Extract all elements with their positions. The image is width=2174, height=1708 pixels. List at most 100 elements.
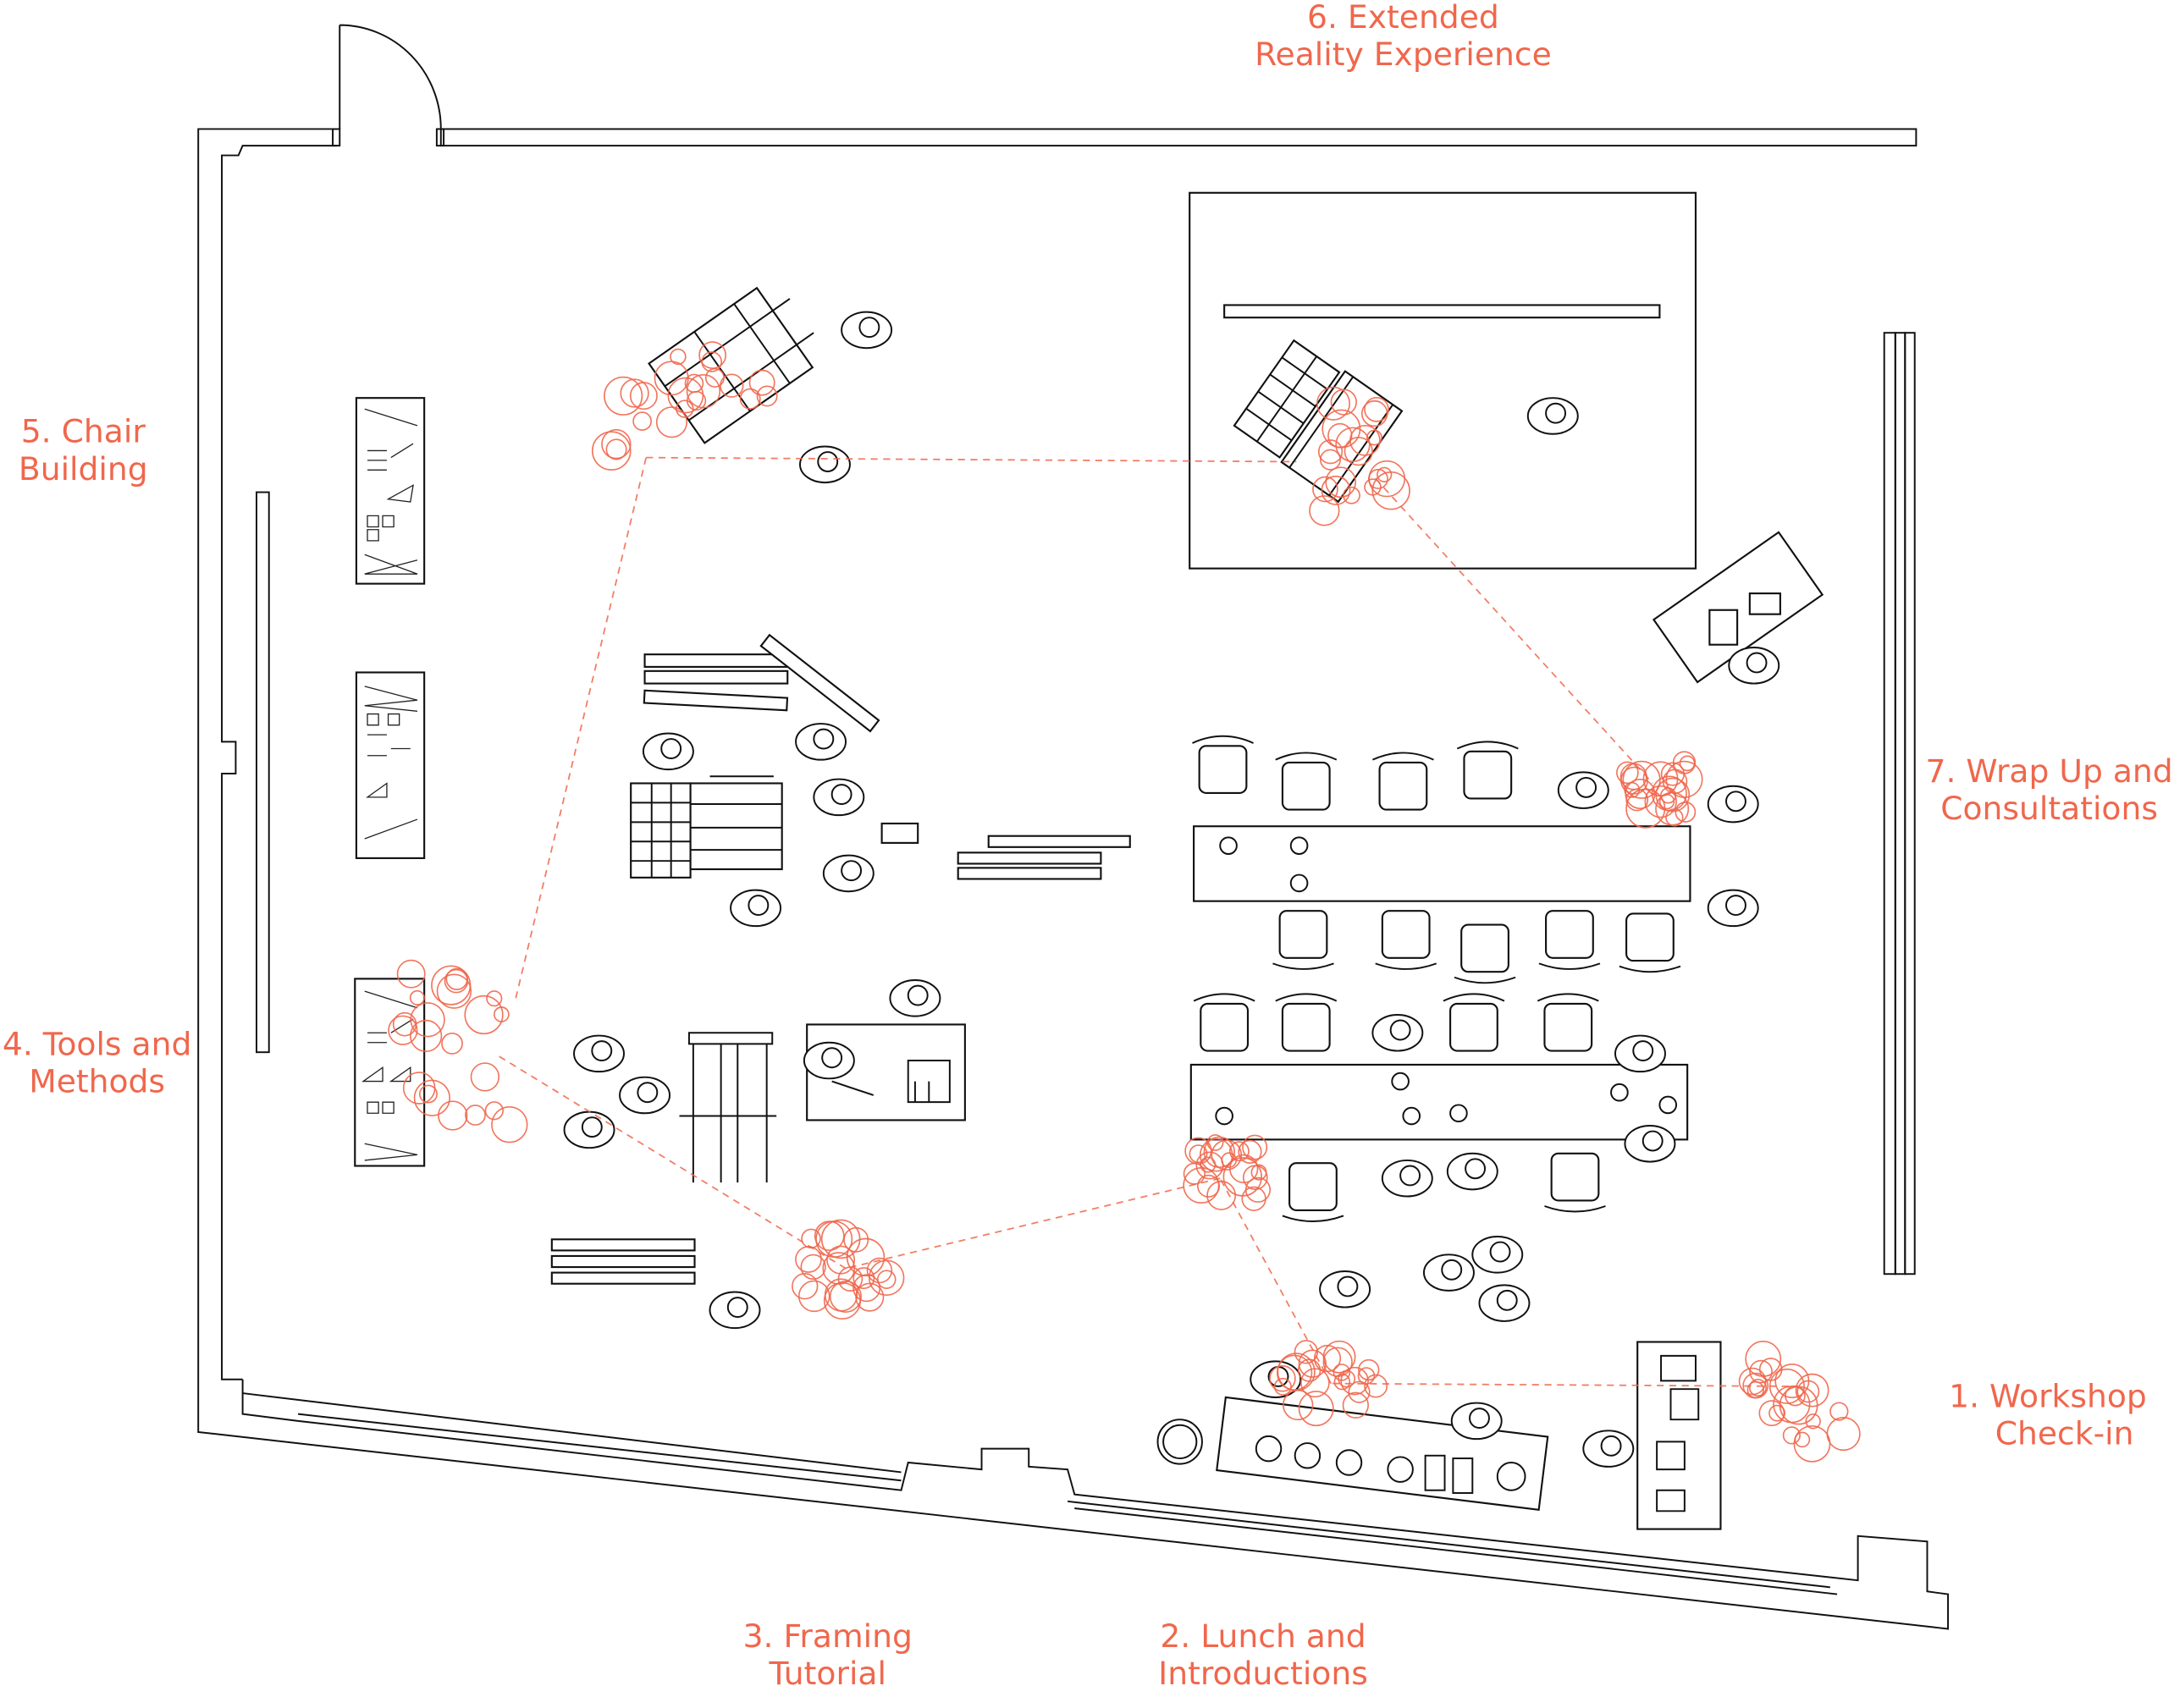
wall-frame — [630, 775, 783, 1183]
chair — [1449, 1002, 1498, 1052]
activity-scribble — [620, 378, 649, 408]
activity-scribble — [1829, 1402, 1849, 1421]
activity-scribble — [465, 1105, 486, 1126]
person-head — [907, 984, 929, 1006]
activity-scribble — [1659, 787, 1677, 804]
person-head — [660, 738, 682, 759]
activity-scribble — [438, 1100, 468, 1131]
person-head — [841, 860, 863, 882]
activity-scribble — [1321, 475, 1351, 505]
activity-scribble — [756, 385, 778, 407]
activity-scribble — [1348, 1380, 1371, 1403]
chair-back — [1375, 962, 1437, 970]
activity-scribble — [1322, 409, 1361, 449]
route-segment — [499, 1055, 847, 1270]
consult-table — [1652, 531, 1824, 684]
activity-scribble — [852, 1267, 875, 1290]
chair — [1200, 1002, 1250, 1052]
activity-scribble — [801, 1228, 821, 1249]
tool-boards — [354, 397, 426, 1167]
activity-scribble — [1333, 1364, 1351, 1381]
person-head — [1496, 1289, 1518, 1311]
activity-scribble — [470, 1062, 500, 1092]
activity-scribble — [852, 1274, 881, 1303]
activity-scribble — [800, 1253, 826, 1281]
chair — [1463, 750, 1513, 800]
activity-scribble — [1782, 1426, 1801, 1445]
route-segment — [1219, 1177, 1333, 1385]
chair — [1460, 923, 1509, 973]
person-head — [1725, 895, 1746, 917]
activity-scribble — [494, 1006, 510, 1022]
activity-scribble — [1238, 1139, 1262, 1164]
activity-scribble — [820, 1219, 861, 1259]
person-head — [1632, 1040, 1654, 1062]
activity-scribble — [1826, 1416, 1861, 1452]
activity-scribble — [1189, 1144, 1208, 1164]
activity-scribble — [826, 1245, 856, 1275]
activity-scribble — [1206, 1181, 1237, 1210]
chair — [1545, 910, 1594, 959]
activity-scribble — [670, 348, 687, 366]
activity-scribble — [1269, 1365, 1296, 1392]
people — [563, 311, 1780, 1468]
activity-route — [499, 456, 1789, 1387]
person-head — [1545, 402, 1567, 424]
activity-scribble — [1357, 1367, 1376, 1385]
activity-scribble — [1199, 1138, 1233, 1172]
activity-scribble — [1183, 1166, 1220, 1204]
activity-scribble — [1338, 1369, 1356, 1388]
chair-back — [1275, 752, 1338, 761]
person-head — [1725, 791, 1746, 813]
activity-scribble — [1244, 1176, 1272, 1203]
chair-back — [1275, 993, 1338, 1002]
activity-scribble — [436, 973, 472, 1009]
checkin-table — [1636, 1341, 1722, 1530]
activity-scribble — [814, 1220, 845, 1252]
person-head — [1600, 1435, 1622, 1457]
activity-scribble — [1625, 788, 1649, 812]
activity-scribble — [1748, 1379, 1768, 1397]
activity-scribble — [667, 377, 704, 414]
activity-scribble — [792, 1273, 819, 1300]
activity-scribble — [402, 1072, 436, 1105]
person-head — [1489, 1241, 1511, 1263]
activity-scribble — [1242, 1134, 1268, 1160]
activity-scribble — [486, 990, 503, 1007]
activity-scribble — [1377, 466, 1393, 482]
person-head — [637, 1082, 659, 1104]
activity-scribble — [823, 1281, 862, 1320]
chair — [1198, 745, 1248, 795]
chair-frame — [648, 286, 814, 444]
activity-scribble — [868, 1259, 905, 1296]
person-head — [1642, 1130, 1664, 1152]
person-head — [748, 895, 770, 917]
activity-scribble — [1298, 1391, 1334, 1427]
person-head — [1465, 1158, 1487, 1180]
chair-back — [1282, 1215, 1344, 1222]
activity-scribble — [410, 1019, 443, 1053]
activity-scribble — [1325, 466, 1357, 499]
chair — [1288, 1162, 1338, 1211]
activity-scribble — [1316, 386, 1351, 421]
activity-scribble — [441, 1033, 463, 1055]
chair-back — [1272, 962, 1334, 970]
chair — [1543, 1002, 1593, 1052]
activity-scribble — [604, 376, 643, 416]
activity-scribble — [1774, 1363, 1810, 1399]
activity-scribble — [419, 1084, 438, 1104]
activity-scribble — [797, 1280, 830, 1313]
chair-back — [1454, 976, 1516, 984]
activity-scribble — [795, 1246, 822, 1273]
lunch-table — [1156, 1396, 1549, 1511]
route-segment — [646, 456, 1297, 463]
activity-scribble — [601, 429, 632, 460]
activity-scribble — [1277, 1353, 1316, 1391]
activity-scribble — [1333, 1373, 1351, 1391]
